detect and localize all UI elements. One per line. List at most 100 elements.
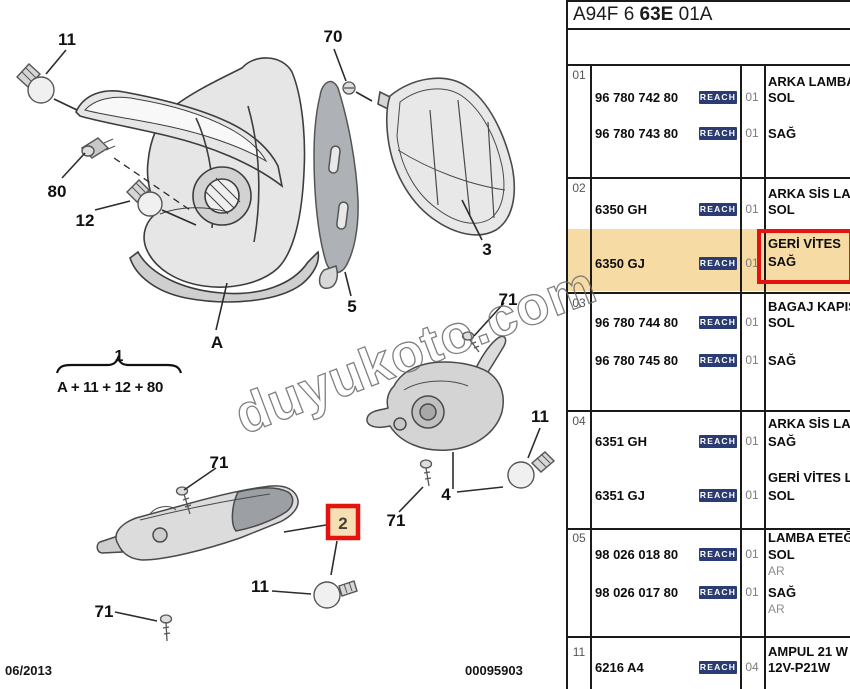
part-side-note: AR bbox=[768, 602, 785, 616]
callout-lamp-assembly: A bbox=[211, 333, 223, 352]
group-formula: A + 11 + 12 + 80 bbox=[57, 379, 163, 396]
part-number: 6350 GH bbox=[595, 202, 648, 217]
frame-line bbox=[566, 0, 850, 2]
quantity: 01 bbox=[745, 126, 759, 140]
part-number: 96 780 744 80 bbox=[595, 315, 679, 330]
callout-housing: 4 bbox=[441, 485, 451, 504]
row-ref: 05 bbox=[572, 531, 586, 545]
quantity: 01 bbox=[745, 256, 759, 270]
part-description: ARKA LAMBA bbox=[768, 74, 850, 89]
reach-badge[interactable]: REACH bbox=[699, 435, 737, 448]
highlighted-lamp-housing bbox=[96, 485, 299, 561]
catalog-code-prefix: A94F 6 bbox=[573, 4, 640, 25]
part-description: BAGAJ KAPIS bbox=[768, 299, 850, 314]
reach-badge[interactable]: REACH bbox=[699, 661, 737, 674]
callout-bulb-top: 11 bbox=[58, 30, 76, 49]
group-brace bbox=[55, 355, 183, 374]
row-ref: 11 bbox=[572, 645, 586, 659]
quantity: 01 bbox=[745, 434, 759, 448]
part-side: SOL bbox=[768, 202, 795, 217]
reach-badge[interactable]: REACH bbox=[699, 354, 737, 367]
highlighted-description-line1: GERİ VİTES bbox=[768, 236, 841, 251]
callout-socket: 80 bbox=[48, 182, 67, 201]
part-number: 98 026 018 80 bbox=[595, 547, 679, 562]
parts-table-panel: A94F 6 63E 01A 01 ARKA LAMBA 96 780 742 … bbox=[566, 0, 850, 689]
frame-line bbox=[566, 28, 850, 30]
quantity: 01 bbox=[745, 353, 759, 367]
callout-screw-a: 71 bbox=[499, 290, 518, 309]
callout-screw-d: 71 bbox=[95, 602, 114, 621]
screw-71-left bbox=[175, 486, 192, 515]
part-number: 6216 A4 bbox=[595, 660, 644, 675]
catalog-code-bold: 63E bbox=[639, 4, 674, 25]
part-side: SAĞ bbox=[768, 353, 797, 368]
bulb-right bbox=[507, 451, 556, 489]
leader-lines bbox=[45, 48, 541, 622]
row-divider bbox=[566, 636, 850, 638]
bulb-left bbox=[126, 179, 163, 217]
reach-badge[interactable]: REACH bbox=[699, 127, 737, 140]
catalog-code: A94F 6 63E 01A bbox=[573, 4, 712, 26]
callout-screw-b: 71 bbox=[210, 453, 229, 472]
quantity: 01 bbox=[745, 488, 759, 502]
edition-date: 06/2013 bbox=[5, 663, 52, 678]
part-number: 96 780 745 80 bbox=[595, 353, 679, 368]
row-divider bbox=[566, 292, 850, 294]
reach-badge[interactable]: REACH bbox=[699, 91, 737, 104]
part-side: SOL bbox=[768, 315, 795, 330]
quantity: 01 bbox=[745, 547, 759, 561]
part-side-note: AR bbox=[768, 564, 785, 578]
row-divider bbox=[566, 410, 850, 412]
part-number: 6350 GJ bbox=[595, 256, 645, 271]
part-number: 6351 GH bbox=[595, 434, 648, 449]
part-side: SOL bbox=[768, 488, 795, 503]
quantity: 01 bbox=[745, 585, 759, 599]
panel-divider bbox=[566, 0, 568, 689]
part-side: 12V-P21W bbox=[768, 660, 831, 675]
tail-lamp-assembly bbox=[75, 57, 320, 303]
callout-bulb-right: 11 bbox=[531, 407, 549, 426]
column-divider bbox=[590, 64, 592, 689]
column-divider bbox=[764, 64, 766, 689]
selected-part-red-box bbox=[757, 229, 850, 284]
bulb-bottom bbox=[313, 580, 358, 609]
bulb-top-left bbox=[16, 63, 55, 104]
row-divider bbox=[566, 528, 850, 530]
quantity: 01 bbox=[745, 315, 759, 329]
row-ref: 01 bbox=[572, 68, 586, 82]
callout-screw-c: 71 bbox=[387, 511, 406, 530]
reach-badge[interactable]: REACH bbox=[699, 203, 737, 216]
part-description: ARKA SİS LA bbox=[768, 186, 850, 201]
part-description: GERİ VİTES L bbox=[768, 470, 850, 485]
bulb-socket bbox=[80, 137, 116, 159]
reach-badge[interactable]: REACH bbox=[699, 489, 737, 502]
screw-70 bbox=[342, 81, 356, 95]
reach-badge[interactable]: REACH bbox=[699, 586, 737, 599]
quantity: 01 bbox=[745, 202, 759, 216]
inner-tail-lamp bbox=[377, 77, 516, 236]
part-side: SOL bbox=[768, 90, 795, 105]
reach-badge[interactable]: REACH bbox=[699, 257, 737, 270]
reach-badge[interactable]: REACH bbox=[699, 548, 737, 561]
frame-line bbox=[566, 64, 850, 66]
highlighted-part-marker: 2 bbox=[325, 503, 361, 541]
screw-71-bottom bbox=[159, 614, 173, 642]
reverse-lamp-housing bbox=[366, 335, 507, 451]
quantity: 04 bbox=[745, 660, 759, 674]
part-number: 98 026 017 80 bbox=[595, 585, 679, 600]
column-divider bbox=[740, 64, 742, 689]
highlighted-description-line2: SAĞ bbox=[768, 254, 797, 269]
document-number: 00095903 bbox=[465, 663, 523, 678]
exploded-parts-diagram: 11 70 80 12 A 5 3 71 71 71 71 11 11 4 1 … bbox=[16, 27, 600, 642]
part-description: LAMBA ETEĞ bbox=[768, 530, 850, 545]
reach-badge[interactable]: REACH bbox=[699, 316, 737, 329]
callout-bulb-bottom: 11 bbox=[251, 577, 269, 596]
screw-71-mid bbox=[419, 459, 433, 487]
callout-gasket: 5 bbox=[347, 297, 356, 316]
callout-inner-lamp: 3 bbox=[482, 240, 491, 259]
watermark: duyukoto.com bbox=[227, 254, 600, 445]
callout-group-number: 1 bbox=[115, 348, 124, 365]
row-ref: 03 bbox=[572, 296, 586, 310]
part-number: 96 780 742 80 bbox=[595, 90, 679, 105]
